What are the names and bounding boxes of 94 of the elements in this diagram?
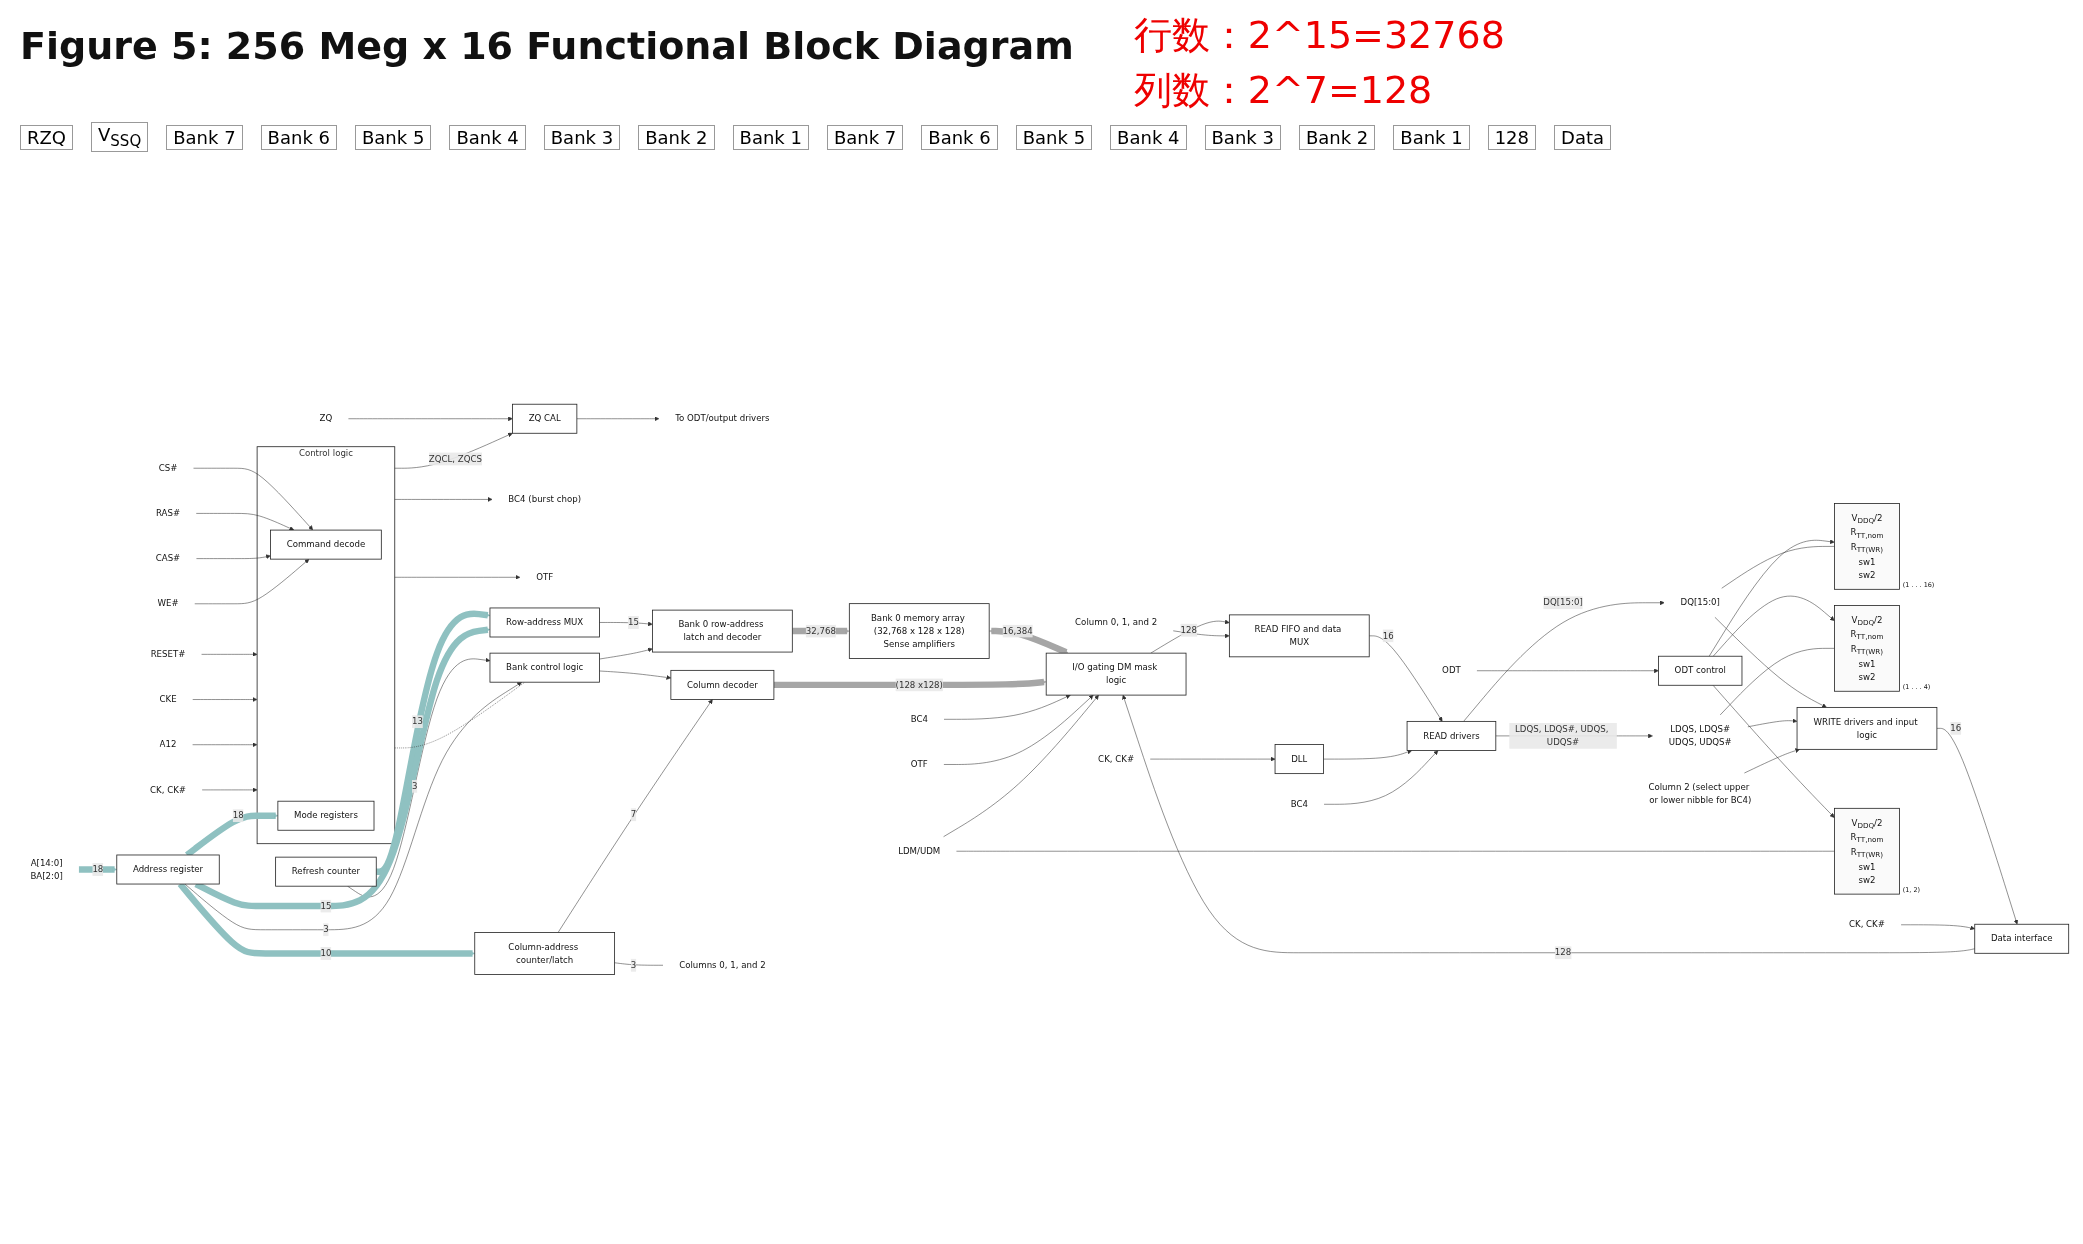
diagram-label: 128 [1487, 124, 1537, 150]
node-text: CAS# [155, 553, 181, 564]
edge-label: 32,768 [805, 625, 836, 636]
edge-label: 16 [1950, 722, 1962, 734]
node-text: CK, CK# [150, 784, 187, 795]
node-text: DQ[15:0] [1680, 597, 1720, 608]
connector [394, 681, 526, 749]
connector [614, 962, 664, 966]
node-text: CS# [158, 462, 178, 474]
arrow [376, 610, 491, 875]
node-box: WRITE drivers and input logic [1796, 707, 1938, 750]
edge-label: 13 [412, 716, 424, 727]
node-box: Column-address counter/latch [474, 932, 615, 975]
node-text: OTF [536, 571, 554, 583]
diagram-label: Bank 3 [1204, 124, 1281, 150]
node-text: RAS# [155, 508, 181, 519]
node-box: ZQ CAL [512, 403, 578, 434]
edge-label: ZQCL, ZQCS [428, 453, 482, 464]
diagram-label: Bank 4 [449, 124, 526, 150]
edge-label: (128 x128) [895, 679, 943, 690]
edge-label: 128 [1554, 947, 1572, 958]
edge-label: 16 [1382, 630, 1394, 641]
diagram-label: Bank 2 [1298, 124, 1376, 150]
node-text: CK, CK# [1848, 919, 1885, 930]
node-box: Data interface [1974, 923, 2070, 954]
diagram-label: Bank 6 [260, 124, 337, 150]
node-box: Bank control logic [489, 652, 600, 683]
edge-label: 128 [1180, 624, 1197, 636]
node-box: Address register [116, 854, 220, 885]
connector [956, 850, 1835, 852]
edge-label: 18 [232, 810, 244, 821]
node-box: V$_{DDQ}$/2 R$_{TT,nom}$ R$_{TT(WR)}$ sw1 sw2 [1834, 605, 1900, 692]
edge-label: 15 [320, 900, 332, 911]
arrow [78, 866, 117, 873]
edge-label: LDQS, LDQS#, UDQS, UDQS# [1515, 724, 1609, 748]
node-box: Mode registers [277, 800, 375, 831]
node-box: Bank 0 row-address latch and decoder [652, 609, 793, 653]
diagram-label: Bank 7 [166, 124, 243, 150]
edge-label: 3 [323, 924, 329, 935]
edge-label: 3 [630, 959, 637, 971]
node-box: V$_{DDQ}$/2 R$_{TT,nom}$ R$_{TT(WR)}$ sw1 sw2 [1834, 503, 1900, 590]
connector [1721, 546, 1835, 589]
node-text: Column 2 (select upper or lower nibble for BC4) [1648, 782, 1752, 806]
node-text: WE# [157, 598, 179, 609]
node-text: CKE [159, 694, 177, 705]
node-box: Command decode [270, 529, 382, 560]
node-text: BC4 [910, 713, 928, 725]
node-box: Refresh counter [275, 856, 377, 887]
node-text: LDQS, LDQS# UDQS, UDQS# [1668, 724, 1732, 748]
connector [1719, 648, 1835, 716]
edge-label: DQ[15:0] [1543, 597, 1583, 608]
diagram-label: Bank 3 [543, 124, 621, 150]
node-box: V$_{DDQ}$/2 R$_{TT,nom}$ R$_{TT(WR)}$ sw1 sw2 [1834, 807, 1900, 895]
node-text: ZQ [319, 413, 333, 424]
diagram-label: Bank 1 [1393, 124, 1470, 150]
node-text: To ODT/output drivers [675, 413, 770, 424]
diagram-label: Bank 4 [1110, 124, 1187, 150]
edge-label: 7 [630, 809, 637, 820]
node-text: Column 0, 1, and 2 [1075, 617, 1158, 628]
edge-label: 18 [92, 864, 104, 875]
node-box: DLL [1274, 744, 1324, 775]
node-box: ODT control [1658, 655, 1743, 686]
diagram-label: Bank 2 [638, 124, 715, 150]
node-box: Row-address MUX [489, 607, 600, 638]
diagram-label: V$_{SSQ}$ [91, 122, 149, 152]
edge-label: 3 [411, 781, 418, 792]
edge-label: 15 [628, 617, 640, 628]
annotation-note: 行数：2^15=32768 [1133, 12, 1505, 59]
diagram-label: Bank 5 [1015, 124, 1093, 150]
annotation-note: 列数：2^7=128 [1133, 67, 1434, 114]
title: Figure 5: 256 Meg x 16 Functional Block Diagram [20, 24, 1074, 68]
node-text: ODT [1442, 665, 1461, 676]
edge-label: 16,384 [1002, 625, 1033, 636]
diagram-label: Bank 6 [921, 124, 998, 150]
node-box: I/O gating DM mask logic [1045, 652, 1187, 696]
node-text: RESET# [150, 648, 186, 660]
edge-label: 10 [320, 948, 332, 959]
diagram-label: Bank 5 [355, 124, 432, 150]
node-box: READ FIFO and data MUX [1228, 614, 1370, 658]
node-text: A[14:0] BA[2:0] [30, 857, 63, 881]
node-text: CK, CK# [1098, 753, 1135, 764]
node-text: LDM/UDM [898, 845, 941, 857]
node-text: OTF [910, 759, 928, 770]
node-text: A12 [159, 739, 177, 750]
node-text: Columns 0, 1, and 2 [679, 959, 766, 971]
diagram-label: Bank 1 [732, 124, 809, 150]
diagram-label: RZQ [20, 124, 73, 150]
node-box: Bank 0 memory array (32,768 x 128 x 128) Sense amplifiers [848, 603, 990, 659]
diagram-label: Bank 7 [826, 124, 904, 150]
node-box: Column decoder [670, 669, 775, 700]
node-text: BC4 [1290, 798, 1308, 810]
node-text: BC4 (burst chop) [508, 494, 582, 505]
node-box: READ drivers [1406, 720, 1497, 751]
diagram-label: Data [1554, 124, 1611, 150]
